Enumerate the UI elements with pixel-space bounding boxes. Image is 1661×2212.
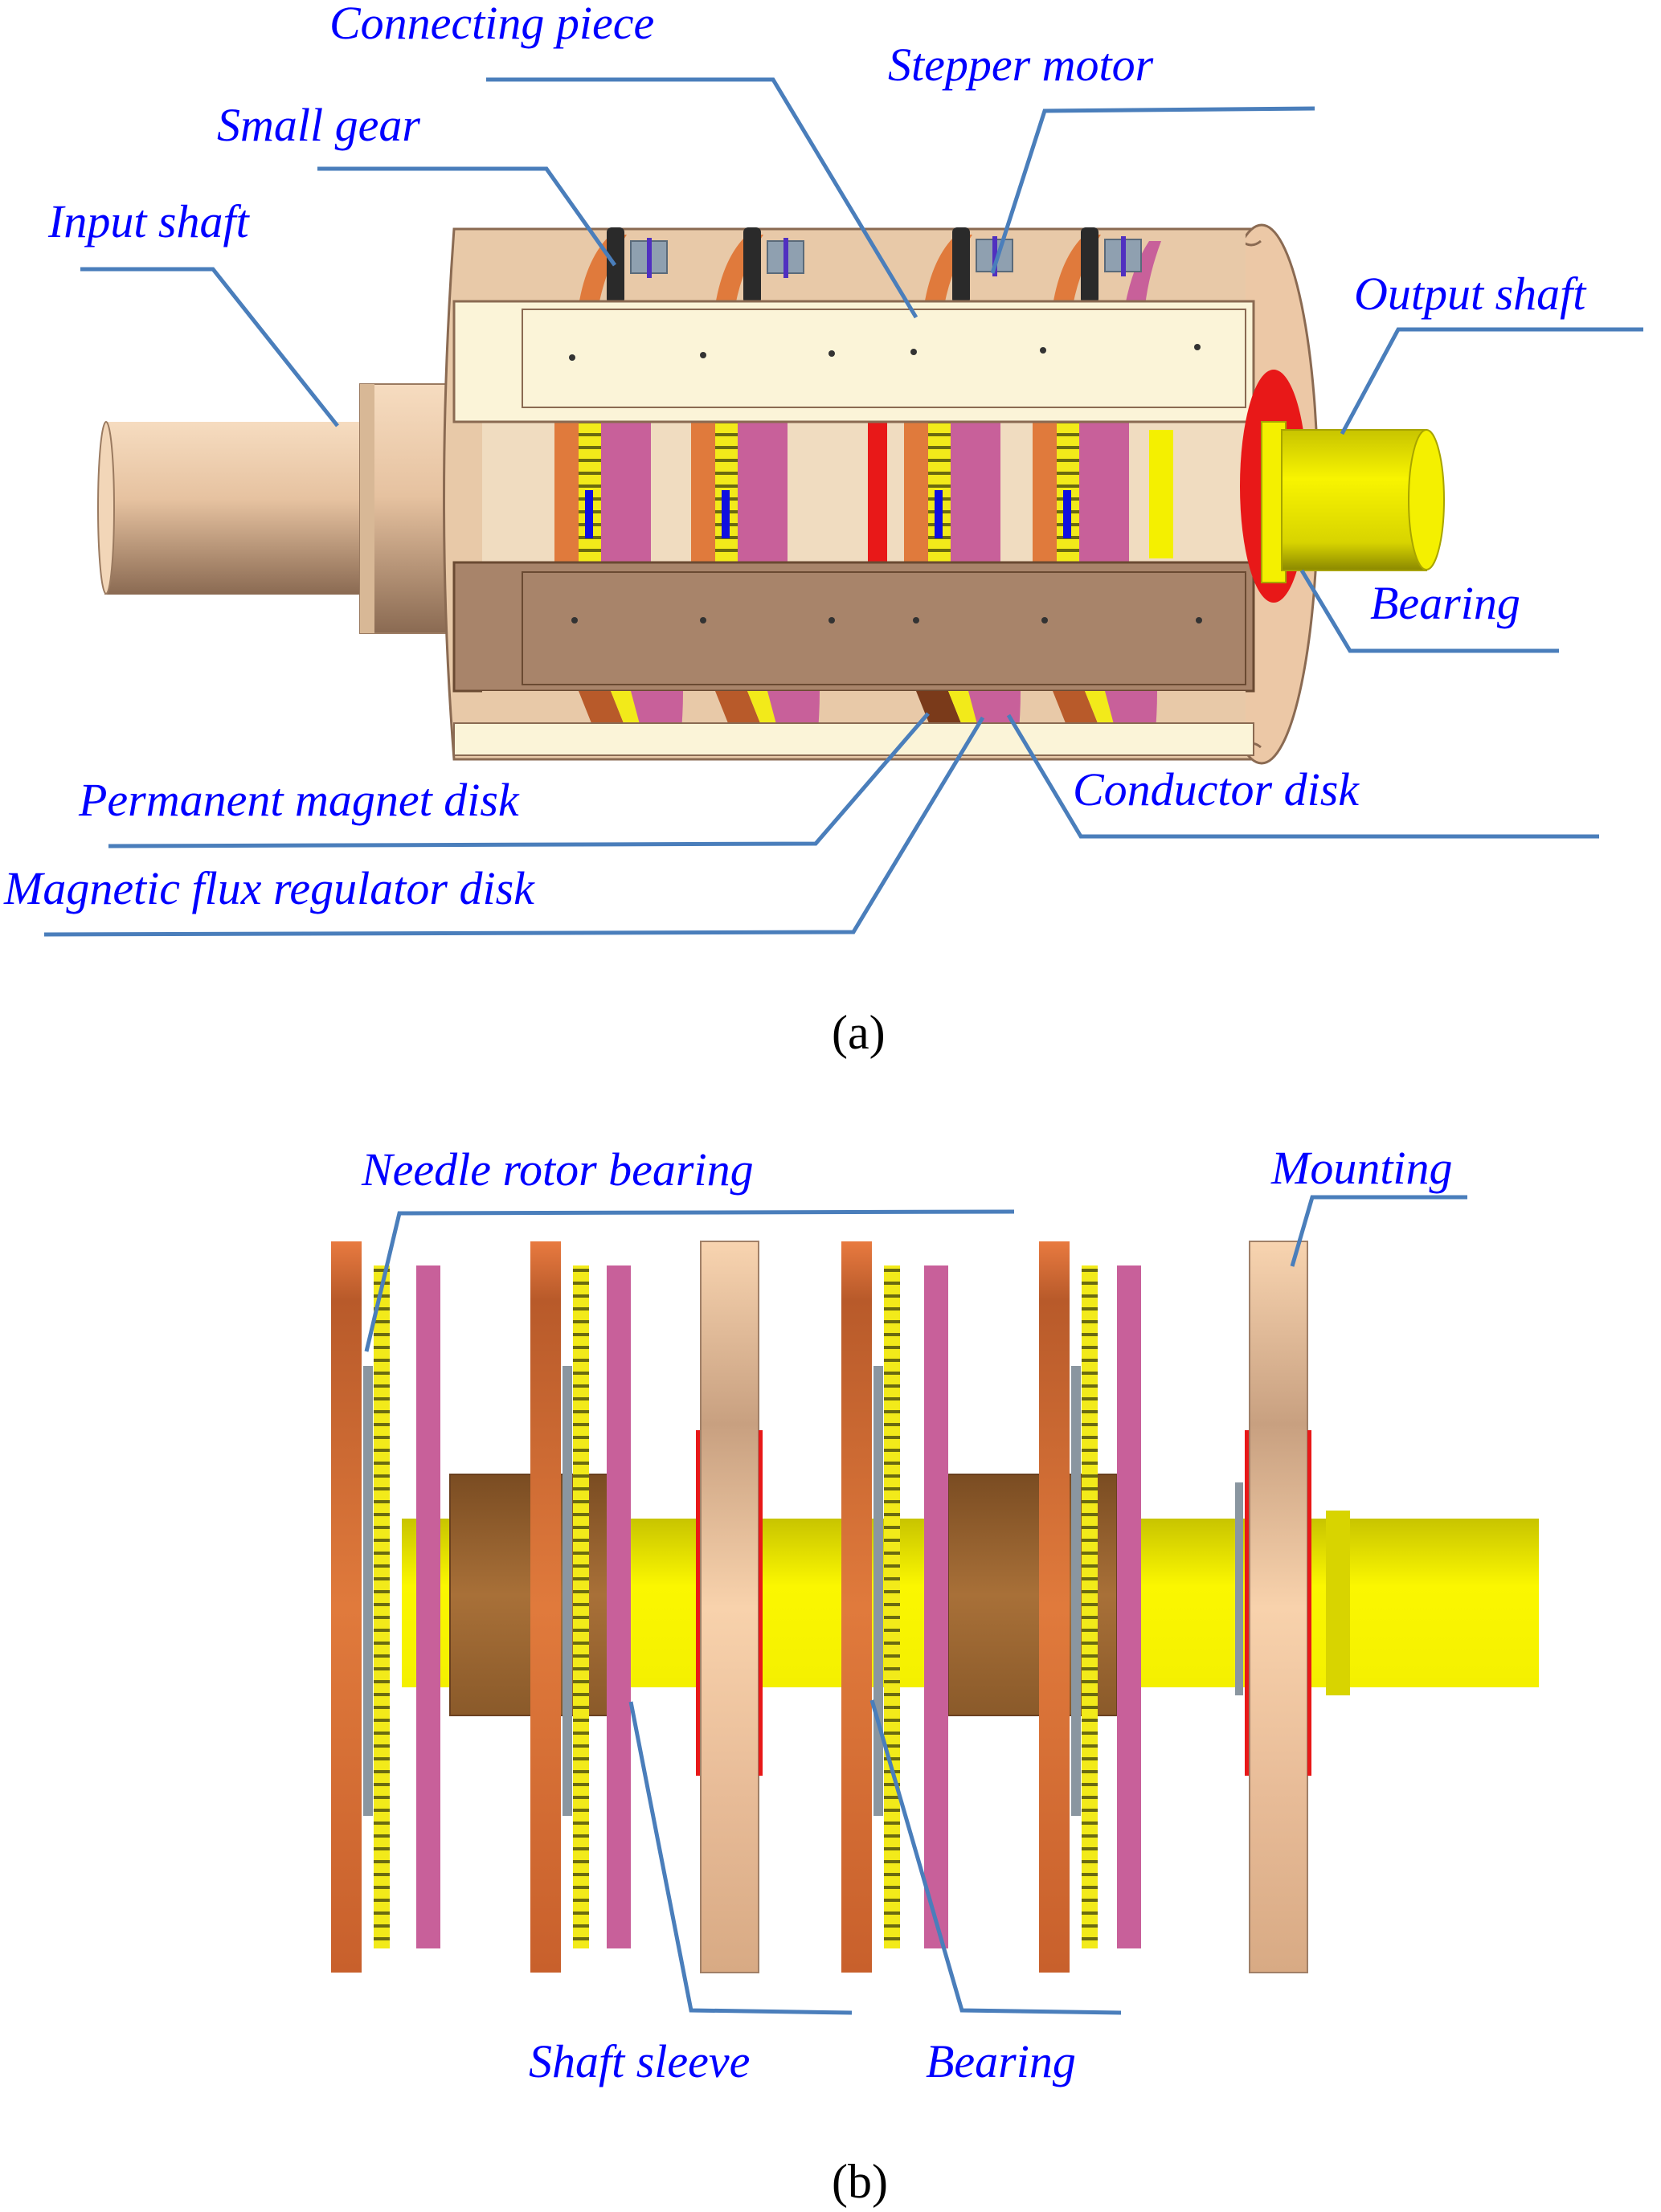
label-input-shaft: Input shaft [47, 195, 251, 247]
disk-group-b-4 [1039, 1241, 1141, 1973]
internal-bearing-ring [868, 418, 887, 566]
label-output-shaft: Output shaft [1354, 268, 1587, 320]
conductor-disk-2 [738, 418, 788, 566]
label-connecting-piece: Connecting piece [329, 0, 654, 49]
panel-a-labels: Connecting piece Stepper motor Small gea… [3, 0, 1587, 1059]
label-bearing-b: Bearing [926, 2035, 1076, 2087]
permanent-magnet-disk-b-3 [841, 1241, 872, 1973]
conductor-disk-b-2 [607, 1265, 631, 1948]
conductor-disk-b-4 [1117, 1265, 1141, 1948]
conductor-disk-1 [601, 418, 651, 566]
output-shaft [1281, 429, 1427, 571]
regulator-gear-b-1 [374, 1265, 390, 1948]
leader-permanent-magnet-disk [108, 712, 930, 848]
disk-set-2 [691, 418, 788, 566]
regulator-gear-b-2 [573, 1265, 589, 1948]
permanent-magnet-disk-4 [1033, 418, 1057, 566]
conductor-disk-b-3 [924, 1265, 948, 1948]
caption-b: (b) [832, 2155, 888, 2208]
needle-rotor-bearing-b-4 [1071, 1366, 1081, 1816]
disk-group-b-3 [841, 1241, 948, 1973]
needle-rotor-bearing-b-2 [563, 1366, 572, 1816]
leader-input-shaft [80, 267, 339, 427]
needle-bearing-2 [722, 490, 730, 538]
leader-connecting-piece [486, 77, 918, 319]
label-permanent-magnet-disk: Permanent magnet disk [78, 774, 520, 826]
caption-a: (a) [832, 1006, 886, 1059]
label-needle-rotor-bearing: Needle rotor bearing [361, 1143, 754, 1196]
inner-yellow-shaft [1149, 430, 1173, 558]
connecting-piece-upper [452, 300, 1255, 423]
leader-bearing-a [1299, 569, 1559, 653]
label-conductor-disk: Conductor disk [1073, 763, 1360, 816]
needle-rotor-bearing-b-1 [363, 1366, 373, 1816]
label-magnetic-flux-regulator-disk: Magnetic flux regulator disk [3, 862, 535, 914]
bearing-b-1-right [759, 1430, 763, 1776]
small-gear-4 [1081, 227, 1098, 304]
panel-a-assembly [97, 223, 1445, 765]
permanent-magnet-disk-2 [691, 418, 715, 566]
disk-set-4 [1033, 418, 1129, 566]
leader-small-gear [317, 166, 617, 267]
mounting-plate-b-1 [700, 1241, 759, 1973]
label-small-gear: Small gear [217, 99, 420, 151]
input-shaft [97, 383, 451, 634]
needle-bearing-1 [585, 490, 593, 538]
leader-output-shaft [1340, 327, 1643, 435]
conductor-disk-b-1 [416, 1265, 440, 1948]
leader-bearing-b [869, 1699, 1122, 2015]
disk-group-b-1 [331, 1241, 440, 1973]
disk-group-b-2 [530, 1241, 631, 1973]
panel-b-labels: Needle rotor bearing Mounting Shaft slee… [361, 1142, 1453, 2208]
bearing-b-2-left [1245, 1430, 1249, 1776]
permanent-magnet-disk-1 [554, 418, 579, 566]
needle-bearing-4 [1063, 490, 1071, 538]
regulator-gear-b-3 [884, 1265, 900, 1948]
label-stepper-motor: Stepper motor [888, 39, 1154, 91]
output-end [1240, 370, 1445, 603]
needle-rotor-bearing-b-3 [873, 1366, 883, 1816]
panel-b-leaders [364, 1195, 1467, 2015]
small-gear-1 [607, 227, 624, 304]
permanent-magnet-disk-b-1 [331, 1241, 362, 1973]
leader-magnetic-flux-regulator [43, 716, 985, 937]
leader-shaft-sleeve [628, 1701, 853, 2015]
regulator-gear-b-4 [1082, 1265, 1098, 1948]
leader-stepper-motor [990, 106, 1315, 274]
top-band [482, 227, 1246, 305]
internal-disk-stack [482, 418, 1254, 566]
conductor-disk-4 [1079, 418, 1129, 566]
label-mounting: Mounting [1270, 1142, 1453, 1194]
permanent-magnet-disk-b-4 [1039, 1241, 1070, 1973]
panel-b-assembly [331, 1241, 1539, 1973]
label-bearing-a: Bearing [1370, 577, 1520, 629]
needle-bearing-3 [935, 490, 943, 538]
stepper-motor-group [630, 236, 1142, 278]
disk-set-3 [904, 418, 1000, 566]
leader-mounting [1290, 1195, 1467, 1267]
permanent-magnet-disk-3 [904, 418, 928, 566]
disk-set-1 [554, 418, 651, 566]
permanent-magnet-disk-b-2 [530, 1241, 561, 1973]
conductor-disk-3 [951, 418, 1000, 566]
panel-a-leaders [43, 77, 1643, 937]
leader-needle-rotor-bearing [364, 1209, 1015, 1352]
mounting-b-1 [696, 1241, 763, 1973]
leader-conductor-disk [1006, 713, 1599, 839]
bearing-b-1-left [696, 1430, 700, 1776]
mounting-b-2 [1235, 1241, 1311, 1973]
bearing-b-2-right [1307, 1430, 1311, 1776]
small-gear-group [607, 227, 1098, 304]
bottom-band [453, 691, 1254, 756]
small-gear-3 [952, 227, 970, 304]
label-shaft-sleeve: Shaft sleeve [529, 2035, 750, 2087]
mounting-plate-b-2 [1249, 1241, 1308, 1973]
small-gear-2 [743, 227, 761, 304]
connecting-piece-lower [452, 561, 1255, 693]
